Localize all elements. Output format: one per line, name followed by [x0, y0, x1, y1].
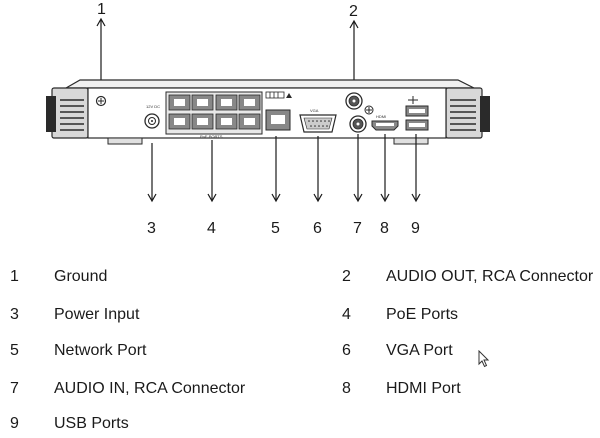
legend-text: Ground	[54, 268, 108, 285]
legend-text: USB Ports	[54, 415, 129, 432]
network-port-icon	[265, 109, 291, 131]
legend-item-7: 7 AUDIO IN, RCA Connector	[10, 378, 245, 400]
legend-number: 2	[342, 268, 351, 285]
status-leds-icon	[265, 91, 292, 99]
legend-number: 3	[10, 306, 19, 323]
leader-arrow-4	[207, 193, 217, 203]
vga-label: VGA	[310, 108, 319, 113]
legend-number: 6	[342, 342, 351, 359]
leader-arrow-5	[271, 193, 281, 203]
leader-arrow-3	[147, 193, 157, 203]
legend-number: 7	[10, 380, 19, 397]
nvr-rear-panel-diagram: 1 2	[46, 1, 490, 237]
legend-text: AUDIO OUT, RCA Connector	[386, 268, 594, 285]
leader-arrow-8	[380, 193, 390, 203]
legend-number: 4	[342, 306, 351, 323]
legend-item-1: 1 Ground	[10, 266, 107, 288]
legend-text: VGA Port	[386, 342, 453, 359]
legend-text: HDMI Port	[386, 380, 461, 397]
legend-item-8: 8 HDMI Port	[342, 378, 461, 400]
mouse-cursor-icon	[478, 350, 490, 368]
usb-ports-icon	[405, 96, 429, 131]
hdmi-label: HDMI	[376, 114, 386, 119]
hdmi-port-icon: HDMI	[371, 114, 399, 131]
legend-text: PoE Ports	[386, 306, 459, 323]
poe-ports-label: PoE PORTS	[200, 134, 223, 139]
legend-text: AUDIO IN, RCA Connector	[54, 380, 246, 397]
audio-out-rca-icon	[345, 92, 363, 110]
leader-arrow-1	[96, 17, 106, 27]
leader-arrow-7	[353, 193, 363, 203]
leader-arrow-9	[411, 193, 421, 203]
callout-9: 9	[411, 220, 420, 237]
leader-arrow-2	[349, 19, 359, 29]
callout-1: 1	[97, 1, 106, 18]
callout-7: 7	[353, 220, 362, 237]
legend-item-3: 3 Power Input	[10, 304, 139, 326]
legend-item-5: 5 Network Port	[10, 340, 146, 362]
legend-item-6: 6 VGA Port	[342, 340, 453, 362]
legend-item-9: 9 USB Ports	[10, 413, 129, 435]
plus-icon	[364, 105, 374, 115]
poe-ports: PoE PORTS	[165, 91, 263, 139]
port-legend: 1 Ground 2 AUDIO OUT, RCA Connector 3 Po…	[0, 262, 600, 438]
legend-item-4: 4 PoE Ports	[342, 304, 458, 326]
vga-port-icon: VGA	[299, 108, 337, 133]
legend-item-2: 2 AUDIO OUT, RCA Connector	[342, 266, 593, 288]
callout-6: 6	[313, 220, 322, 237]
callout-8: 8	[380, 220, 389, 237]
legend-number: 1	[10, 268, 19, 285]
callout-2: 2	[349, 3, 358, 20]
legend-text: Network Port	[54, 342, 147, 359]
legend-number: 8	[342, 380, 351, 397]
callout-3: 3	[147, 220, 156, 237]
legend-number: 5	[10, 342, 19, 359]
leader-arrow-6	[313, 193, 323, 203]
power-input-jack-icon: 12V DC	[144, 104, 160, 129]
legend-text: Power Input	[54, 306, 140, 323]
ground-screw-icon	[95, 95, 107, 107]
audio-in-rca-icon	[349, 115, 367, 133]
legend-number: 9	[10, 415, 19, 432]
power-dc-label: 12V DC	[146, 104, 160, 109]
callout-5: 5	[271, 220, 280, 237]
callout-4: 4	[207, 220, 216, 237]
